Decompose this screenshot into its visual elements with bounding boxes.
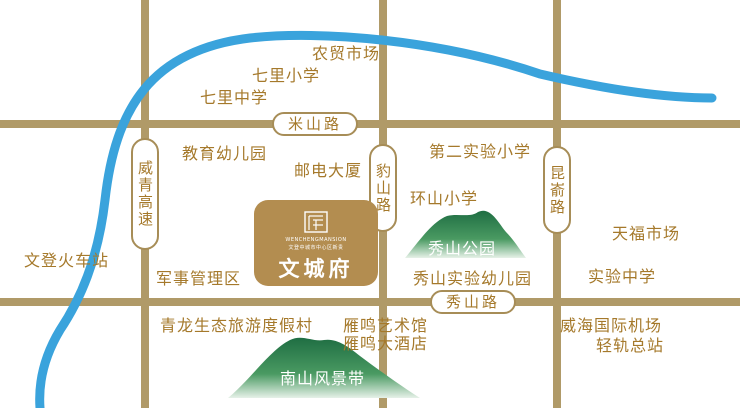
place-qili-zhongxue: 七里中学 (200, 88, 269, 107)
logo-tagline: 文登中城市中心区新贵 (288, 245, 344, 251)
road-label-weiqing: 威青高速 (131, 138, 159, 250)
place-wendeng: 文登火车站 (24, 251, 110, 270)
project-logo: WENCHENGMANSION 文登中城市中心区新贵 文城府 (254, 200, 378, 286)
logo-name: 文城府 (278, 257, 354, 281)
mountain-xiushan-park (405, 210, 526, 258)
place-yanming-yishu: 雁鸣艺术馆 (343, 316, 429, 335)
road-label-xiushan: 秀山路 (430, 290, 516, 314)
place-jiaoyu-youeryuan: 教育幼儿园 (182, 144, 268, 163)
park-xiushan: 秀山公园 (428, 239, 497, 258)
place-huanshan: 环山小学 (410, 189, 479, 208)
logo-english: WENCHENGMANSION (285, 237, 347, 243)
place-yanming-jiudian: 雁鸣大酒店 (343, 334, 429, 353)
road-label-kunyu: 昆嵛路 (543, 146, 571, 234)
place-shiyan-zhongxue: 实验中学 (588, 267, 657, 286)
mountain-nanshan (228, 337, 420, 398)
place-xiushan-shiyan-you: 秀山实验幼儿园 (413, 269, 533, 288)
place-dier-shiyan: 第二实验小学 (429, 142, 532, 161)
place-tianfu: 天福市场 (612, 224, 681, 243)
road-label-mishan: 米山路 (272, 112, 358, 136)
park-nanshan: 南山风景带 (280, 369, 366, 388)
place-qinglong: 青龙生态旅游度假村 (160, 316, 314, 335)
road-mishan (0, 120, 740, 128)
river (35, 30, 717, 408)
place-nongmao: 农贸市场 (312, 44, 381, 63)
logo-emblem-icon (304, 211, 328, 233)
place-junshi: 军事管理区 (156, 269, 242, 288)
place-youdian: 邮电大厦 (294, 161, 363, 180)
place-airport-line2: 轻轨总站 (596, 336, 665, 355)
road-xiushan (0, 298, 740, 306)
place-airport-line1: 威海国际机场 (560, 316, 663, 335)
place-qili-xiaoxue: 七里小学 (252, 66, 321, 85)
